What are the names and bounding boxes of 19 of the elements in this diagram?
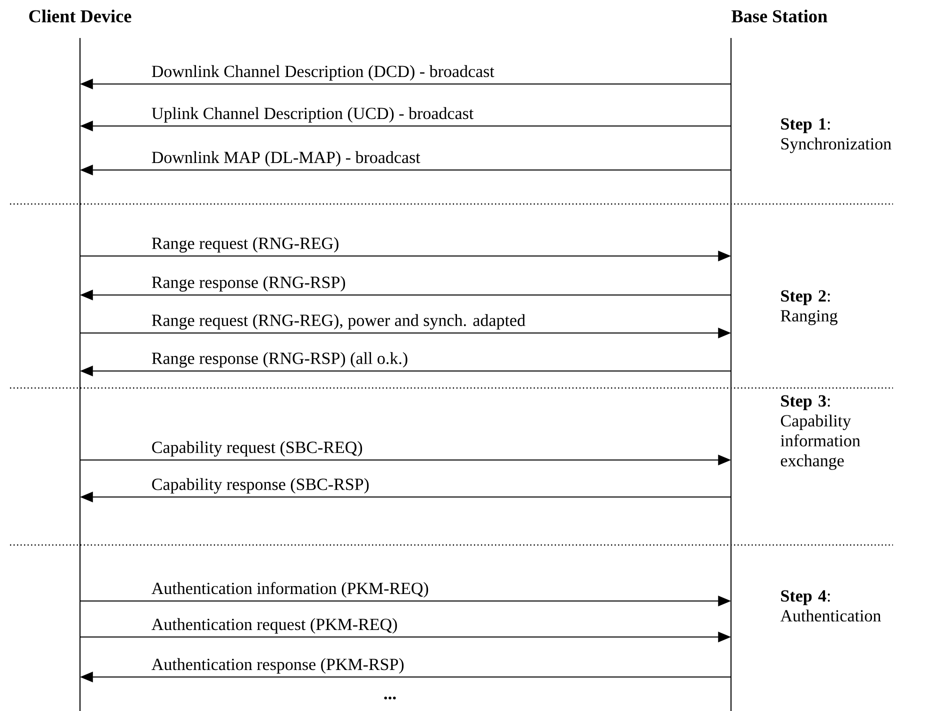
step-label: Step 3: Capability information exchange xyxy=(780,395,860,470)
message-label: Range request (RNG-REG), power and synch. adapted xyxy=(150,312,527,331)
step-label: Step 4: Authentication xyxy=(780,590,881,622)
message-label: Range request (RNG-REG) xyxy=(150,236,340,254)
message-label: Capability response (SBC-RSP) xyxy=(150,476,371,495)
message-label: Range response (RNG-RSP) xyxy=(150,274,347,293)
message-label: Authentication information (PKM-REQ) xyxy=(150,580,430,599)
message-label: Authentication request (PKM-REQ) xyxy=(150,617,399,635)
message-label: Range response (RNG-RSP) (all o.k.) xyxy=(150,350,410,369)
step-label: Step 1: Synchronization xyxy=(781,118,892,154)
participant-heading: Client Device xyxy=(29,10,132,22)
participant-heading: Base Station xyxy=(732,10,828,22)
message-label: Downlink MAP (DL-MAP) - broadcast xyxy=(150,150,422,168)
step-label: Step 2: Ranging xyxy=(780,290,838,326)
message-label: Uplink Channel Description (UCD) - broadcast xyxy=(150,106,475,124)
message-label: Authentication response (PKM-RSP) xyxy=(150,657,406,675)
continuation-dots: ... xyxy=(384,696,396,700)
message-label: Capability request (SBC-REQ) xyxy=(150,440,364,458)
message-label: Downlink Channel Description (DCD) - broadcast xyxy=(150,64,496,82)
